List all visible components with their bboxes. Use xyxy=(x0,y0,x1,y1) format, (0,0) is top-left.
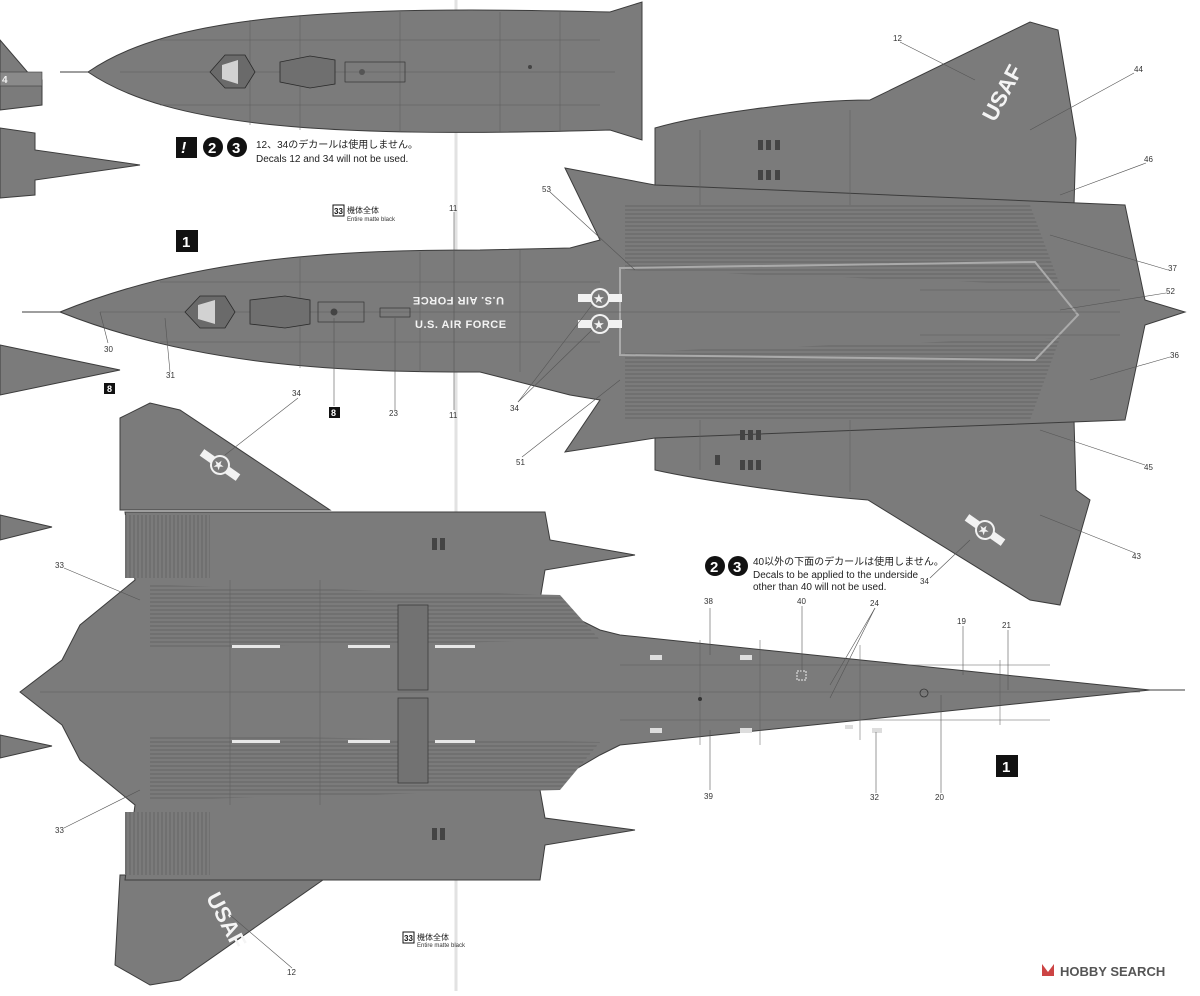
callout-36: 36 xyxy=(1170,351,1179,360)
svg-text:★: ★ xyxy=(593,291,605,306)
callout-33-top: 33 xyxy=(55,561,64,570)
variant-badge-upper: 1 xyxy=(176,230,198,252)
variant-badge-lower: 1 xyxy=(996,755,1018,777)
callout-44: 44 xyxy=(1134,65,1143,74)
callout-19: 19 xyxy=(957,617,966,626)
note-mid: 2 3 40以外の下面のデカールは使用しません。 Decals to be ap… xyxy=(705,555,944,593)
svg-text:2: 2 xyxy=(710,559,718,576)
callout-34-lower-wing: 34 xyxy=(292,389,301,398)
callout-39: 39 xyxy=(704,792,713,801)
callout-46: 46 xyxy=(1144,155,1153,164)
tail-number-fragment: 4 xyxy=(2,75,8,86)
svg-text:other than 40 will not be used: other than 40 will not be used. xyxy=(753,582,886,593)
callout-30: 30 xyxy=(104,345,113,354)
callout-numbers: 12 44 46 53 11 37 52 36 30 31 8 23 11 34… xyxy=(55,34,1179,977)
svg-text:2: 2 xyxy=(208,140,216,157)
note-top: ! 2 3 12、34のデカールは使用しません。 Decals 12 and 3… xyxy=(176,137,418,165)
callout-34-body: 34 xyxy=(510,404,519,413)
watermark-text: HOBBY SEARCH xyxy=(1060,964,1165,979)
callout-31: 31 xyxy=(166,371,175,380)
callout-37: 37 xyxy=(1168,264,1177,273)
callout-32: 32 xyxy=(870,793,879,802)
badge-variant-3 xyxy=(227,137,247,157)
color-note-upper: 33 機体全体 Entire matte black xyxy=(332,204,396,223)
svg-text:1: 1 xyxy=(1002,759,1010,776)
callout-52: 52 xyxy=(1166,287,1175,296)
callout-8-left: 8 xyxy=(107,384,112,394)
note-top-en: Decals 12 and 34 will not be used. xyxy=(256,154,408,165)
svg-text:Entire matte black: Entire matte black xyxy=(417,943,466,949)
lower-plane-view: ★ USAF xyxy=(19,402,1185,986)
svg-text:40以外の下面のデカールは使用しません。: 40以外の下面のデカールは使用しません。 xyxy=(753,555,944,568)
callout-24: 24 xyxy=(870,599,879,608)
svg-text:機体全体: 機体全体 xyxy=(417,932,449,942)
callout-51: 51 xyxy=(516,458,525,467)
callout-11-bottom: 11 xyxy=(449,411,458,420)
roundel-lower-wing: ★ xyxy=(199,449,241,481)
svg-text:33: 33 xyxy=(334,207,343,216)
callout-23: 23 xyxy=(389,409,398,418)
watermark: HOBBY SEARCH xyxy=(1042,964,1165,979)
note-top-jp: 12、34のデカールは使用しません。 xyxy=(256,138,418,151)
callout-33-bottom: 33 xyxy=(55,826,64,835)
callout-34-upper-wing: 34 xyxy=(920,577,929,586)
top-fuselage-view xyxy=(60,1,643,141)
callout-8-mid: 8 xyxy=(331,408,336,418)
svg-text:Decals to be applied to the un: Decals to be applied to the underside xyxy=(753,570,919,581)
callout-53: 53 xyxy=(542,185,551,194)
svg-text:!: ! xyxy=(181,140,187,157)
callout-38: 38 xyxy=(704,597,713,606)
upper-plane-view: U.S. AIR FORCE U.S. AIR FORCE ★ ★ USAF ★ xyxy=(22,21,1187,606)
decal-us-air-force-2: U.S. AIR FORCE xyxy=(415,319,507,331)
svg-text:★: ★ xyxy=(593,317,605,332)
callout-11-top: 11 xyxy=(449,204,458,213)
callout-21: 21 xyxy=(1002,621,1011,630)
callout-leaders xyxy=(63,41,1171,969)
left-partial-views: 4 xyxy=(0,39,141,759)
callout-12-bottom: 12 xyxy=(287,968,296,977)
callout-45: 45 xyxy=(1144,463,1153,472)
svg-text:33: 33 xyxy=(404,934,413,943)
callout-20: 20 xyxy=(935,793,944,802)
svg-text:3: 3 xyxy=(733,559,741,576)
svg-text:機体全体: 機体全体 xyxy=(347,205,379,215)
roundel-2: ★ xyxy=(578,314,622,334)
callout-40: 40 xyxy=(797,597,806,606)
roundel-wing: ★ xyxy=(964,514,1006,546)
badge-variant-2 xyxy=(203,137,223,157)
callout-43: 43 xyxy=(1132,552,1141,561)
callout-12-top: 12 xyxy=(893,34,902,43)
decal-us-air-force-1: U.S. AIR FORCE xyxy=(412,294,504,306)
roundel-1: ★ xyxy=(578,288,622,308)
badge-warning xyxy=(176,137,197,158)
color-note-lower: 33 機体全体 Entire matte black xyxy=(402,931,466,949)
svg-text:1: 1 xyxy=(182,234,190,251)
svg-text:3: 3 xyxy=(232,140,240,157)
svg-text:Entire matte black: Entire matte black xyxy=(347,217,396,223)
